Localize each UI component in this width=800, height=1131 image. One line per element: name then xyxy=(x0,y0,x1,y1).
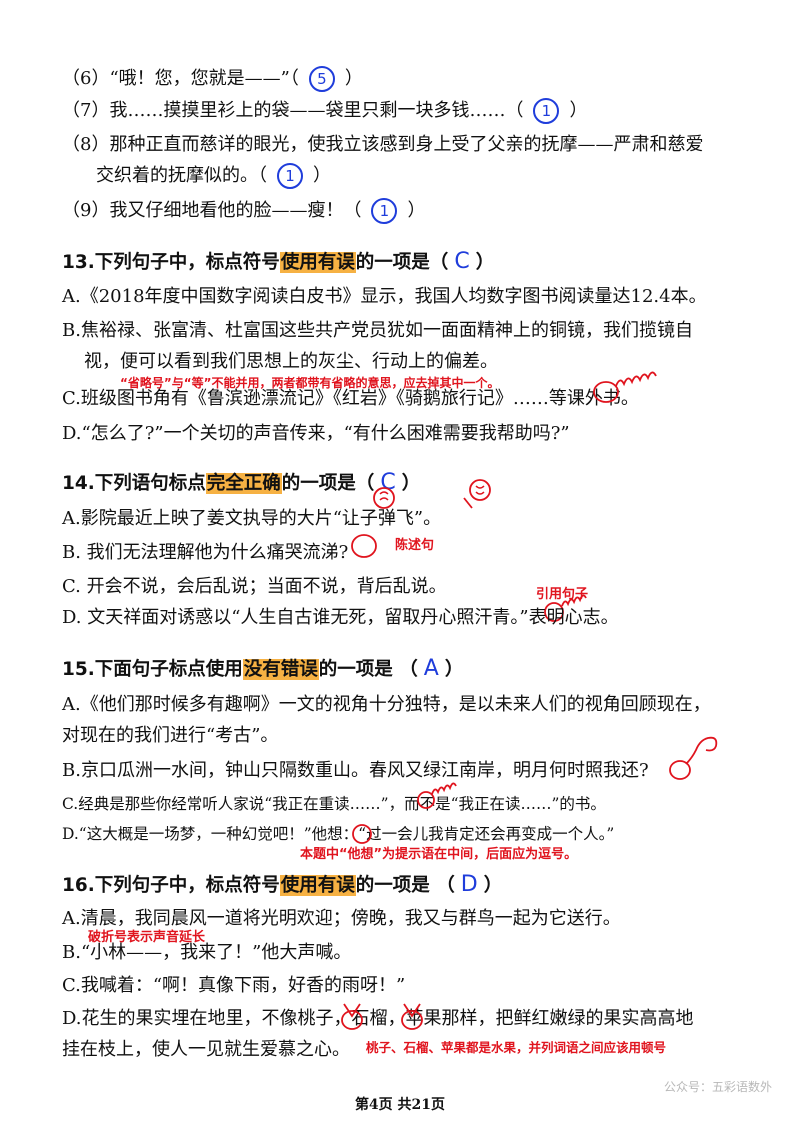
q16-option-d-line1: D.花生的果实埋在地里，不像桃子，石榴，苹果那样，把鲜红嫩绿的果实高高地 xyxy=(62,1008,694,1029)
q15-option-a-line2: 对现在的我们进行“考古”。 xyxy=(62,725,279,746)
q15-option-b: B.京口瓜洲一水间，钟山只隔数重山。春风又绿江南岸，明月何时照我还? xyxy=(62,760,649,781)
q15-squiggle-c xyxy=(417,782,457,809)
q14-option-d: D. 文天祥面对诱惑以“人生自古谁无死，留取丹心照汗青。”表明心志。 xyxy=(62,607,619,628)
q16-title: 16.下列句子中，标点符号使用有误的一项是 （D） xyxy=(62,872,503,897)
answer-circle: 1 xyxy=(371,198,398,224)
q14-option-c: C. 开会不说，会后乱说；当面不说，背后乱说。 xyxy=(62,576,447,597)
q15-option-d: D.“这大概是一场梦，一种幻觉吧！”他想：“过一会儿我肯定还会再变成一个人。” xyxy=(62,825,615,843)
watermark: 公众号：五彩语数外 xyxy=(663,1080,772,1094)
q15-squiggle-b xyxy=(669,736,718,780)
q15-colon-circle xyxy=(352,824,372,844)
q14-note-b: 陈述句 xyxy=(395,538,435,553)
item-9: （9）我又仔细地看他的脸——瘦！（1） xyxy=(62,198,425,224)
q16-option-d-line2: 挂在枝上，使人一见就生爱慕之心。 xyxy=(62,1039,350,1060)
q13-squiggle-mark xyxy=(593,371,657,403)
q13-title: 13.下列句子中，标点符号使用有误的一项是（C） xyxy=(62,249,495,274)
q15-option-a-line1: A.《他们那时候多有趣啊》一文的视角十分独特，是以未来人们的视角回顾现在， xyxy=(62,694,711,715)
q13-option-d: D.“怎么了?”一个关切的声音传来，“有什么困难需要我帮助吗?” xyxy=(62,423,570,444)
q14-title: 14.下列语句标点完全正确的一项是（C） xyxy=(62,470,421,495)
q13-option-b-line2: 视，便可以看到我们思想上的灰尘、行动上的偏差。 xyxy=(84,351,498,372)
q13-note: “省略号”与“等”不能并用，两者都带有省略的意思，应去掉其中一个。 xyxy=(120,376,500,390)
q16-option-a: A.清晨，我同晨风一道将光明欢迎；傍晚，我又与群鸟一起为它送行。 xyxy=(62,908,621,929)
item-8-line2: 交织着的抚摩似的。（1） xyxy=(96,163,331,189)
item-7: （7）我……摸摸里衫上的袋——袋里只剩一块多钱……（1） xyxy=(62,98,587,124)
q13-option-b-line1: B.焦裕禄、张富清、杜富国这些共产党员犹如一面面精神上的铜镜，我们揽镜自 xyxy=(62,320,693,341)
q14-quote-marks xyxy=(373,479,491,509)
q13-option-a: A.《2018年度中国数字阅读白皮书》显示，我国人均数字图书阅读量达12.4本。 xyxy=(62,286,707,307)
q13-answer: C xyxy=(454,249,470,274)
q16-note-d: 桃子、石榴、苹果都是水果，并列词语之间应该用顿号 xyxy=(366,1040,667,1055)
q16-answer: D xyxy=(460,872,478,897)
item-6: （6）“哦！您，您就是——”（5） xyxy=(62,66,363,92)
answer-circle: 1 xyxy=(277,163,303,189)
q16-option-c: C.我喊着：“啊！真像下雨，好香的雨呀！” xyxy=(62,975,406,996)
q15-note-d: 本题中“他想”为提示语在中间，后面应为逗号。 xyxy=(300,847,578,862)
q14-option-b: B. 我们无法理解他为什么痛哭流涕? xyxy=(62,542,349,563)
q15-title: 15.下面句子标点使用没有错误的一项是 （A） xyxy=(62,656,464,681)
q16-comma-marks xyxy=(341,1003,423,1030)
q14-squiggle-mark xyxy=(544,594,587,622)
item-8-line1: （8）那种正直而慈详的眼光，使我立该感到身上受了父亲的抚摩——严肃和慈爱 xyxy=(62,134,704,155)
page-footer: 第4页 共21页 xyxy=(354,1097,446,1113)
q16-note-b: 破折号表示声音延长 xyxy=(88,930,206,945)
answer-circle: 5 xyxy=(308,66,335,92)
q14-question-mark-circle xyxy=(351,534,377,558)
q13-option-c: C.班级图书角有《鲁滨逊漂流记》《红岩》《骑鹅旅行记》……等课外书。 xyxy=(62,388,639,409)
q16-option-b: B.“小林——，我来了！”他大声喊。 xyxy=(62,942,352,963)
q15-option-c: C.经典是那些你经常听人家说“我正在重读……”，而不是“我正在读……”的书。 xyxy=(62,795,606,813)
answer-circle: 1 xyxy=(533,98,560,124)
q14-option-a: A.影院最近上映了姜文执导的大片“让子弹飞”。 xyxy=(62,508,442,529)
q15-answer: A xyxy=(423,656,439,681)
